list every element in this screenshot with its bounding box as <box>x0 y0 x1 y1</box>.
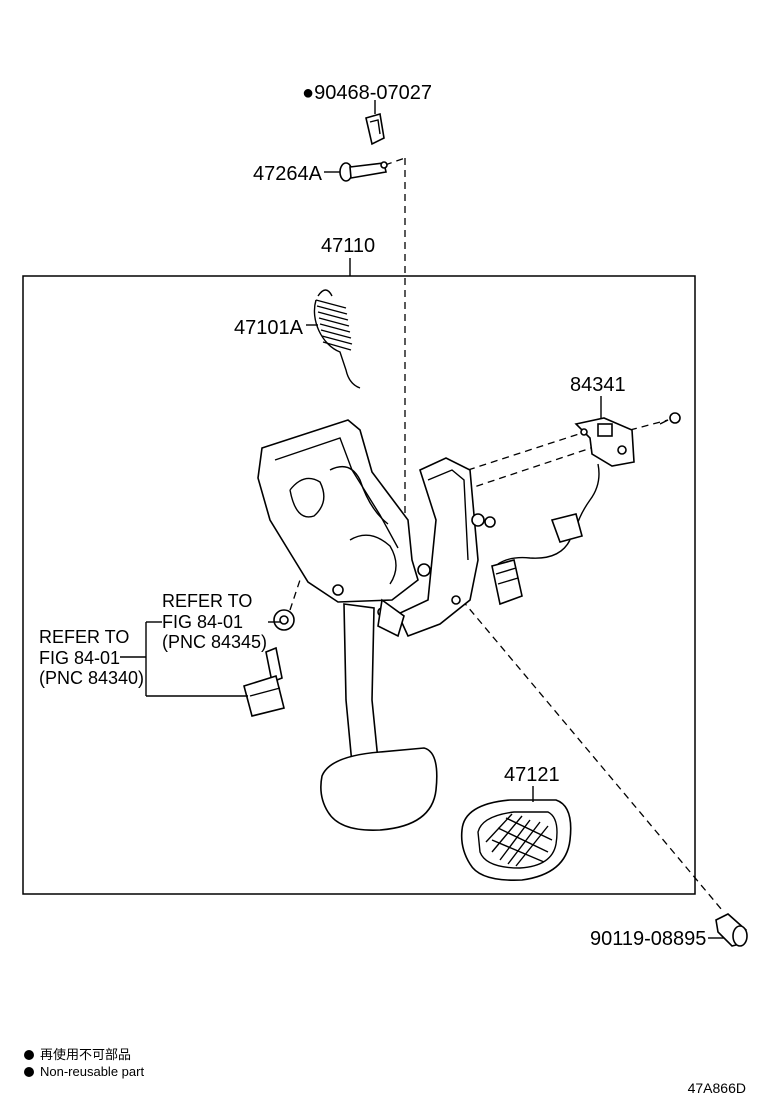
assembly-frame <box>22 275 696 895</box>
pad-cover-part <box>460 799 572 881</box>
bolt-align-line <box>461 599 723 911</box>
sensor-bolt-part <box>659 412 681 425</box>
bolt-part <box>715 913 748 947</box>
bracket-align-line-1 <box>467 431 586 471</box>
legend-jp-text: 再使用不可部品 <box>40 1047 132 1062</box>
ref-a-line-3: (PNC 84345) <box>162 632 267 652</box>
switch-clip-part <box>273 609 295 631</box>
bracket-align-line-2 <box>464 444 601 491</box>
clip-part <box>365 112 385 146</box>
bracket-bolt-line <box>629 419 669 431</box>
ref-b-bracket <box>120 656 248 697</box>
pedal-pad <box>320 747 438 831</box>
label-47121: 47121 <box>504 764 560 786</box>
label-47264A: 47264A <box>253 163 323 185</box>
pin-part <box>339 161 388 182</box>
bullet-icon <box>24 1049 34 1060</box>
label-47110: 47110 <box>321 235 375 257</box>
label-90119-08895: 90119-08895 <box>590 928 706 950</box>
legend: 再使用不可部品 Non-reusable part <box>24 1046 144 1080</box>
label-90468-07027: ●90468-07027 <box>302 82 432 104</box>
ref-b-line-2: FIG 84-01 <box>39 648 120 668</box>
legend-en-text: Non-reusable part <box>40 1064 145 1079</box>
figure-id: 47A866D <box>687 1080 746 1096</box>
label-47101A: 47101A <box>234 317 304 339</box>
switch-align-line <box>289 579 301 611</box>
legend-row-en: Non-reusable part <box>24 1063 144 1080</box>
pedal-arm <box>343 603 379 765</box>
pedal-bracket <box>257 419 496 638</box>
sensor-part <box>491 417 635 606</box>
label-84341: 84341 <box>570 374 626 396</box>
ref-b-line-3: (PNC 84340) <box>39 668 144 688</box>
ref-a-bracket <box>145 621 280 696</box>
ref-b-line-1: REFER TO <box>39 627 129 647</box>
legend-row-jp: 再使用不可部品 <box>24 1046 144 1063</box>
pin-align-stub <box>384 157 406 166</box>
bullet-icon <box>24 1066 34 1077</box>
spring-part <box>313 289 361 389</box>
stop-switch-part <box>243 646 285 717</box>
ref-a-line-2: FIG 84-01 <box>162 612 243 632</box>
ref-a-line-1: REFER TO <box>162 591 252 611</box>
